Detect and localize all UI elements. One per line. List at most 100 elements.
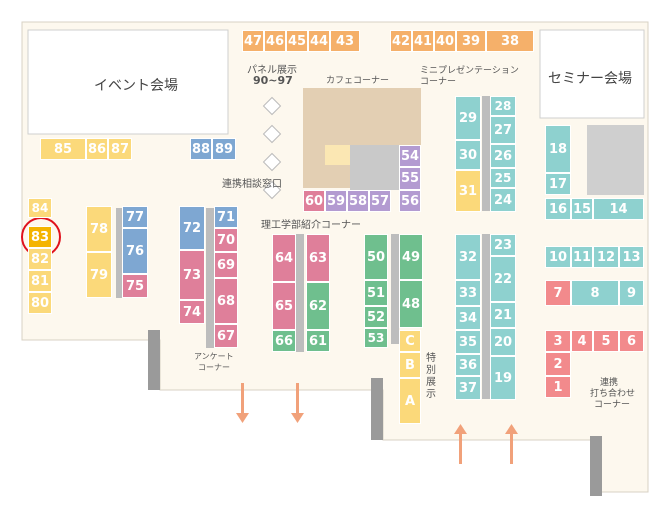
cafe-label: カフェコーナー	[326, 76, 390, 86]
booth-52[interactable]: 52	[364, 306, 388, 328]
booth-51[interactable]: 51	[364, 280, 388, 306]
booth-86[interactable]: 86	[86, 138, 108, 160]
booth-35[interactable]: 35	[455, 330, 481, 354]
booth-40[interactable]: 40	[434, 30, 456, 52]
booth-69[interactable]: 69	[214, 252, 238, 278]
booth-19[interactable]: 19	[490, 356, 516, 400]
booth-28[interactable]: 28	[490, 96, 516, 116]
booth-34[interactable]: 34	[455, 306, 481, 330]
booth-30[interactable]: 30	[455, 140, 481, 170]
event-hall-label: イベント会場	[94, 78, 178, 94]
booth-C[interactable]: C	[399, 330, 421, 352]
booth-15[interactable]: 15	[571, 198, 593, 220]
booth-43[interactable]: 43	[330, 30, 360, 52]
booth-7[interactable]: 7	[545, 280, 571, 306]
booth-38[interactable]: 38	[486, 30, 534, 52]
booth-12[interactable]: 12	[593, 246, 619, 268]
booth-81[interactable]: 81	[28, 270, 52, 292]
booth-53[interactable]: 53	[364, 328, 388, 348]
booth-36[interactable]: 36	[455, 354, 481, 376]
booth-39[interactable]: 39	[456, 30, 486, 52]
booth-6[interactable]: 6	[619, 330, 644, 352]
booth-A[interactable]: A	[399, 378, 421, 424]
booth-14[interactable]: 14	[593, 198, 644, 220]
special-exhibit-label: 特別展示	[426, 353, 436, 400]
booth-74[interactable]: 74	[179, 300, 205, 324]
booth-76[interactable]: 76	[122, 228, 148, 274]
booth-23[interactable]: 23	[490, 234, 516, 256]
booth-61[interactable]: 61	[306, 330, 330, 352]
booth-82[interactable]: 82	[28, 248, 52, 270]
consult-label: 連携相談窓口	[222, 179, 282, 190]
booth-10[interactable]: 10	[545, 246, 571, 268]
booth-60[interactable]: 60	[303, 190, 325, 212]
booth-59[interactable]: 59	[325, 190, 347, 212]
booth-77[interactable]: 77	[122, 206, 148, 228]
booth-83[interactable]: 83	[28, 226, 52, 248]
booth-33[interactable]: 33	[455, 280, 481, 306]
booth-47[interactable]: 47	[242, 30, 264, 52]
booth-37[interactable]: 37	[455, 376, 481, 400]
booth-88[interactable]: 88	[190, 138, 212, 160]
booth-21[interactable]: 21	[490, 302, 516, 328]
booth-70[interactable]: 70	[214, 228, 238, 252]
booth-9[interactable]: 9	[619, 280, 644, 306]
booth-89[interactable]: 89	[212, 138, 236, 160]
booth-44[interactable]: 44	[308, 30, 330, 52]
booth-67[interactable]: 67	[214, 324, 238, 348]
booth-13[interactable]: 13	[619, 246, 644, 268]
booth-32[interactable]: 32	[455, 234, 481, 280]
booth-75[interactable]: 75	[122, 274, 148, 298]
booth-2[interactable]: 2	[545, 352, 571, 376]
booth-48[interactable]: 48	[399, 280, 423, 328]
mini-presentation-label-1: ミニプレゼンテーション	[420, 66, 519, 76]
booth-26[interactable]: 26	[490, 144, 516, 168]
booth-68[interactable]: 68	[214, 278, 238, 324]
booth-16[interactable]: 16	[545, 198, 571, 220]
booth-45[interactable]: 45	[286, 30, 308, 52]
booth-71[interactable]: 71	[214, 206, 238, 228]
booth-25[interactable]: 25	[490, 168, 516, 188]
booth-17[interactable]: 17	[545, 173, 571, 195]
booth-79[interactable]: 79	[86, 252, 112, 298]
booth-56[interactable]: 56	[399, 190, 421, 212]
booth-84[interactable]: 84	[28, 198, 52, 218]
booth-80[interactable]: 80	[28, 292, 52, 314]
booth-63[interactable]: 63	[306, 234, 330, 282]
booth-57[interactable]: 57	[369, 190, 391, 212]
booth-85[interactable]: 85	[40, 138, 86, 160]
booth-64[interactable]: 64	[272, 234, 296, 282]
booth-1[interactable]: 1	[545, 376, 571, 398]
booth-73[interactable]: 73	[179, 250, 205, 300]
booth-72[interactable]: 72	[179, 206, 205, 250]
mini-presentation-label-2: コーナー	[420, 77, 457, 87]
booth-27[interactable]: 27	[490, 116, 516, 144]
booth-41[interactable]: 41	[412, 30, 434, 52]
booth-11[interactable]: 11	[571, 246, 593, 268]
booth-22[interactable]: 22	[490, 256, 516, 302]
booth-66[interactable]: 66	[272, 330, 296, 352]
booth-54[interactable]: 54	[399, 145, 421, 167]
booth-18[interactable]: 18	[545, 125, 571, 173]
booth-55[interactable]: 55	[399, 167, 421, 190]
booth-B[interactable]: B	[399, 352, 421, 378]
booth-4[interactable]: 4	[571, 330, 593, 352]
booth-42[interactable]: 42	[390, 30, 412, 52]
survey-label-1: アンケート	[194, 352, 234, 361]
booth-29[interactable]: 29	[455, 96, 481, 140]
booth-50[interactable]: 50	[364, 234, 388, 280]
booth-87[interactable]: 87	[108, 138, 132, 160]
booth-5[interactable]: 5	[593, 330, 619, 352]
booth-62[interactable]: 62	[306, 282, 330, 330]
booth-65[interactable]: 65	[272, 282, 296, 330]
booth-46[interactable]: 46	[264, 30, 286, 52]
booth-20[interactable]: 20	[490, 328, 516, 356]
booth-8[interactable]: 8	[571, 280, 619, 306]
booth-3[interactable]: 3	[545, 330, 571, 352]
booth-31[interactable]: 31	[455, 170, 481, 212]
booth-49[interactable]: 49	[399, 234, 423, 280]
booth-58[interactable]: 58	[347, 190, 369, 212]
booth-24[interactable]: 24	[490, 188, 516, 212]
panel-title: パネル展示	[247, 65, 297, 76]
booth-78[interactable]: 78	[86, 206, 112, 252]
